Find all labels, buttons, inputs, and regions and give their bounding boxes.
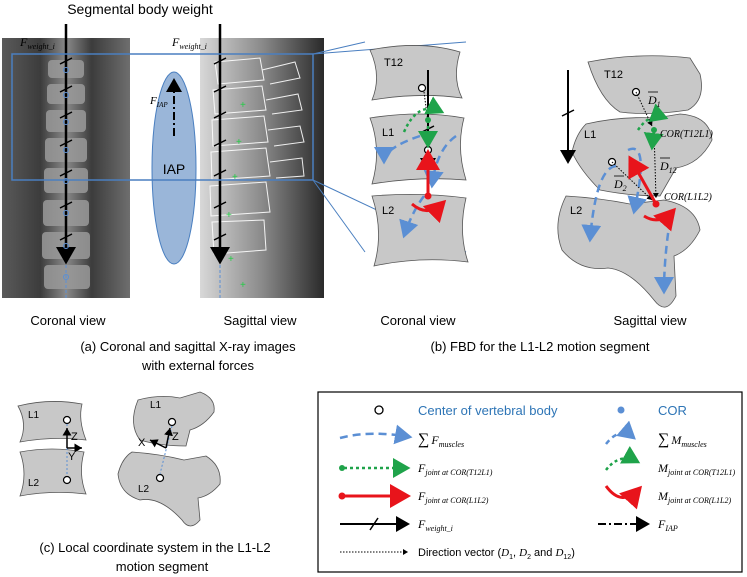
sagittal-f-muscles-2 [581,164,617,243]
coronal-f-muscles-1 [423,134,457,189]
coronal-weight-ticks [59,57,73,241]
cor-l1l2-label: COR(L1L2) [664,192,712,203]
svg-text:D2: D2 [613,177,627,193]
sagittal-vertebra-l1 [571,113,713,197]
legend-center-label: Center of vertebral body [418,403,558,418]
svg-text:+: + [226,210,232,221]
legend-direction-label: Direction vector (D1, D2 and D12) [418,547,575,561]
c-sagittal-l2-label: L2 [138,484,150,495]
legend-f-muscles-label: ∑Fmuscles [418,431,464,449]
legend-box [317,391,743,573]
sagittal-t12-label: T12 [604,69,623,81]
panel-c-caption-line2: motion segment [116,559,209,574]
sagittal-vertebra-outlines [209,57,305,255]
c-sagittal-x-axis [149,439,167,449]
c-coronal-center-l1 [62,415,72,425]
panel-b-caption: (b) FBD for the L1-L2 motion segment [431,339,650,354]
c-sagittal-x-label: X [138,437,146,449]
legend-cor-icon [617,406,625,414]
panel-c: L1 L2 Z Y L1 L2 Z X (c) Local coordinate… [17,391,271,574]
panel-a-caption-line1: (a) Coronal and sagittal X-ray images [80,339,296,354]
c-coronal-center-l2 [62,475,72,485]
coronal-t12-label: T12 [384,57,403,69]
panel-a-caption-line2: with external forces [141,358,254,373]
coronal-fweight-label: Fweight_i [19,35,55,51]
c-coronal-l2 [19,448,87,497]
panel-b-coronal-caption: Coronal view [380,313,456,328]
panel-c-caption-line1: (c) Local coordinate system in the L1-L2 [39,540,270,555]
c-coronal-y-label: Y [68,451,76,463]
coronal-f-muscles-3 [399,195,426,239]
svg-text:+: + [240,280,246,291]
svg-text:+: + [240,100,246,111]
c-sagittal-z-label: Z [172,431,179,443]
c-sagittal-z-axis [164,427,173,449]
c-coronal-l1-label: L1 [28,410,40,421]
svg-text:+: + [236,137,242,148]
legend-m-muscles-label: ∑Mmuscles [658,431,707,449]
cor-t12l1-label: COR(T12L1) [660,129,713,140]
sagittal-vertebra-t12 [587,55,702,114]
sagittal-m-joint-t12l1 [636,103,669,131]
sagittal-l1-label: L1 [584,129,596,141]
c-sagittal-center-l2 [155,473,165,483]
iap-ellipse [151,71,197,265]
c-coronal-l2-label: L2 [28,478,40,489]
legend-f-iap-label: FIAP [657,517,678,533]
coronal-l1-label: L1 [382,127,394,139]
sagittal-cor-markers: + + + + + + [226,100,246,291]
legend-f-joint-t12l1-label: Fjoint at COR(T12L1) [417,461,493,477]
legend-m-joint-l1l2-icon [604,485,643,510]
panel-b-sagittal-caption: Sagittal view [614,313,688,328]
coronal-vertebra-t12 [369,45,463,101]
svg-text:+: + [232,172,238,183]
sagittal-xray-image [200,38,324,298]
legend: Center of vertebral body COR ∑Fmuscles ∑… [317,391,743,573]
zoom-box [11,53,314,181]
panel-a-coronal-caption: Coronal view [30,313,106,328]
legend-cor-label: COR [658,403,687,418]
panel-a: Segmental body weight Fweight_i [2,1,324,373]
segmental-body-weight-title: Segmental body weight [67,1,213,17]
sagittal-d12-vector [652,129,659,199]
legend-m-muscles-icon [605,420,636,445]
panel-b: T12 L1 L2 T12 L1 L2 [369,45,713,354]
legend-f-muscles-icon [339,424,413,445]
legend-m-joint-t12l1-icon [605,445,641,471]
sagittal-l2-label: L2 [570,205,582,217]
sagittal-f-joint-l1l2 [628,155,658,205]
c-sagittal-l2 [117,451,221,527]
coronal-center-markers [63,67,69,280]
coronal-center-t12 [417,83,427,93]
legend-center-icon [374,405,384,415]
svg-text:+: + [228,254,234,265]
coronal-m-joint-l1l2 [411,199,447,224]
legend-m-joint-l1l2-label: Mjoint at COR(L1L2) [657,489,731,505]
c-sagittal-center-l1 [167,417,177,427]
coronal-l2-label: L2 [382,205,394,217]
coronal-f-muscles-2 [374,134,421,165]
sagittal-m-joint-l1l2 [643,207,676,232]
sagittal-fweight-label: Fweight_i [171,35,207,51]
svg-text:D12: D12 [659,159,677,175]
legend-m-joint-t12l1-label: Mjoint at COR(T12L1) [657,461,735,477]
sagittal-weight-ticks [213,57,227,241]
panel-a-sagittal-caption: Sagittal view [224,313,298,328]
svg-text:D1: D1 [647,93,661,109]
coronal-vertebra-l1 [369,113,467,185]
sagittal-vector-labels: D1 D12 D2 [613,91,677,193]
c-coronal-z-label: Z [71,431,78,443]
sagittal-d2-vector [611,161,653,201]
fiap-label: FIAP [149,95,168,109]
c-sagittal-l1-label: L1 [150,400,162,411]
iap-label: IAP [163,161,186,177]
legend-f-joint-l1l2-label: Fjoint at COR(L1L2) [417,489,489,505]
legend-f-weight-label: Fweight_i [417,517,453,533]
